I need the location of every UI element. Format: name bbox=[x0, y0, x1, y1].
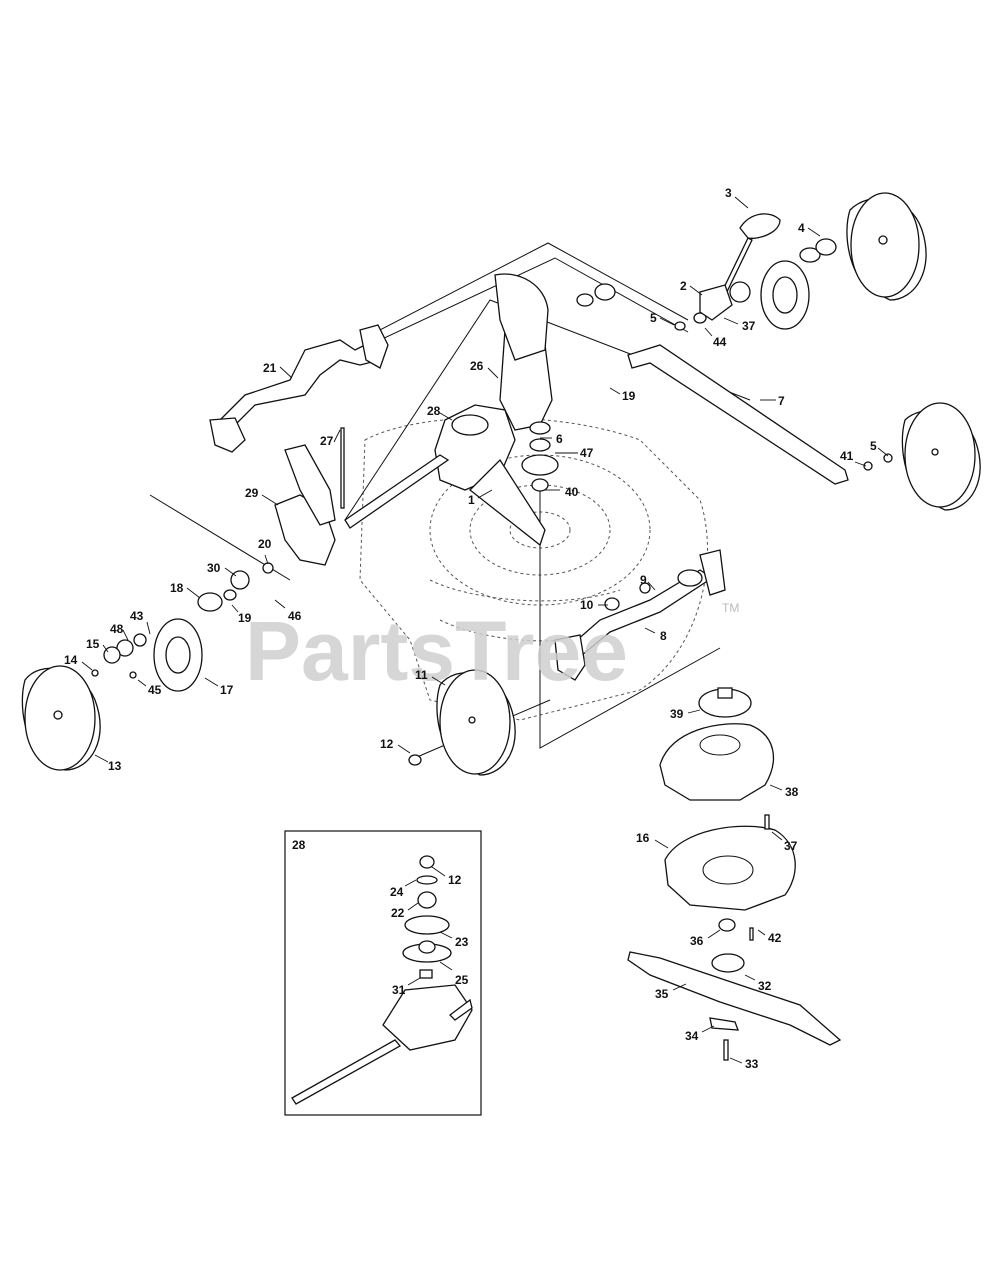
height-lever bbox=[699, 213, 781, 321]
callout-1: 1 bbox=[468, 493, 475, 507]
wheel-front-left bbox=[436, 669, 516, 776]
blade-guard bbox=[664, 814, 796, 911]
callout-35: 35 bbox=[655, 987, 669, 1001]
callout-38: 38 bbox=[785, 785, 799, 799]
callout-37: 37 bbox=[742, 319, 756, 333]
callout-20: 20 bbox=[258, 537, 272, 551]
watermark-tm: TM bbox=[722, 601, 739, 615]
transmission bbox=[344, 404, 551, 547]
watermark: PartsTree bbox=[245, 604, 628, 698]
blade-adapter bbox=[698, 687, 752, 718]
front-axle-rod bbox=[627, 344, 849, 485]
callout-5b: 5 bbox=[870, 439, 877, 453]
callout-34: 34 bbox=[685, 1029, 699, 1043]
inset-transmission-detail: 28 bbox=[284, 830, 482, 1116]
callout-23: 23 bbox=[455, 935, 469, 949]
callout-24: 24 bbox=[390, 885, 404, 899]
callout-12b: 12 bbox=[448, 873, 462, 887]
callout-17: 17 bbox=[220, 683, 234, 697]
callout-41: 41 bbox=[840, 449, 854, 463]
callout-37b: 37 bbox=[784, 839, 798, 853]
callout-39: 39 bbox=[670, 707, 684, 721]
callout-7: 7 bbox=[778, 394, 785, 408]
callout-30: 30 bbox=[207, 561, 221, 575]
callout-43: 43 bbox=[130, 609, 144, 623]
callouts: 3 4 2 5 37 44 21 26 19 7 28 27 6 47 41 5 bbox=[64, 186, 889, 1071]
callout-14: 14 bbox=[64, 653, 78, 667]
callout-13: 13 bbox=[108, 759, 122, 773]
callout-3: 3 bbox=[725, 186, 732, 200]
callout-5: 5 bbox=[650, 311, 657, 325]
inset-title: 28 bbox=[292, 838, 306, 852]
rear-axle-rod bbox=[209, 324, 389, 453]
wheel-left-rear bbox=[21, 665, 101, 771]
callout-36: 36 bbox=[690, 934, 704, 948]
baffle bbox=[659, 723, 775, 801]
callout-48: 48 bbox=[110, 622, 124, 636]
rear-left-bracket bbox=[274, 444, 336, 566]
callout-31: 31 bbox=[392, 983, 406, 997]
callout-22: 22 bbox=[391, 906, 405, 920]
callout-8: 8 bbox=[660, 629, 667, 643]
callout-27: 27 bbox=[320, 434, 334, 448]
callout-6: 6 bbox=[556, 432, 563, 446]
callout-2: 2 bbox=[680, 279, 687, 293]
callout-42: 42 bbox=[768, 931, 782, 945]
callout-32: 32 bbox=[758, 979, 772, 993]
callout-44: 44 bbox=[713, 335, 727, 349]
callout-29: 29 bbox=[245, 486, 259, 500]
callout-18: 18 bbox=[170, 581, 184, 595]
callout-19b: 19 bbox=[238, 611, 252, 625]
callout-46: 46 bbox=[288, 609, 302, 623]
wheel-front-right bbox=[901, 402, 981, 511]
callout-47: 47 bbox=[580, 446, 594, 460]
callout-21: 21 bbox=[263, 361, 277, 375]
blade bbox=[627, 918, 842, 1061]
callout-28: 28 bbox=[427, 404, 441, 418]
rear-wheel-hub-left bbox=[153, 618, 203, 692]
callout-4: 4 bbox=[798, 221, 805, 235]
callout-9: 9 bbox=[640, 573, 647, 587]
hardware-parts bbox=[91, 283, 893, 766]
front-axle bbox=[554, 549, 726, 681]
height-adjust-bracket bbox=[494, 273, 553, 431]
callout-40: 40 bbox=[565, 485, 579, 499]
callout-12: 12 bbox=[380, 737, 394, 751]
callout-16: 16 bbox=[636, 831, 650, 845]
callout-25: 25 bbox=[455, 973, 469, 987]
callout-19: 19 bbox=[622, 389, 636, 403]
wheel-rear-right bbox=[846, 192, 927, 301]
callout-45: 45 bbox=[148, 683, 162, 697]
callout-11: 11 bbox=[415, 668, 428, 682]
rear-wheel-hub bbox=[729, 238, 837, 330]
callout-26: 26 bbox=[470, 359, 484, 373]
callout-33: 33 bbox=[745, 1057, 759, 1071]
callout-15: 15 bbox=[86, 637, 100, 651]
callout-10: 10 bbox=[580, 598, 594, 612]
